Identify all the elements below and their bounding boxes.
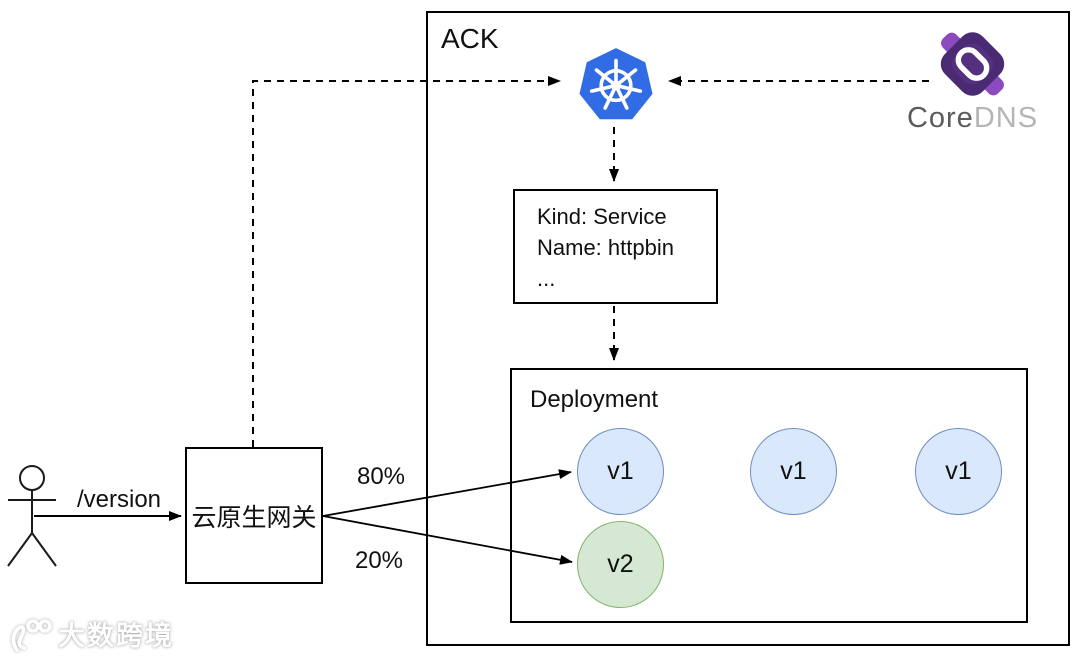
service-kind-line: Kind: Service	[537, 204, 667, 229]
coredns-wordmark-dns: DNS	[973, 102, 1039, 134]
pod-v2-replica-1: v2	[577, 521, 664, 608]
dashukuajing-logo-icon	[11, 619, 52, 652]
arrow-gateway-to-v2	[322, 515, 573, 565]
deployment-label: Deployment	[530, 386, 659, 413]
gateway-box: 云原生网关	[185, 447, 323, 584]
pod-v1-replica-3: v1	[915, 428, 1002, 515]
watermark-text: 大数跨境	[58, 620, 174, 651]
gateway-label: 云原生网关	[191, 503, 317, 532]
coredns-icon	[940, 32, 1005, 96]
coredns-group: CoreDNS	[900, 28, 1045, 135]
watermark: 大数跨境	[8, 613, 174, 653]
traffic-80-label: 80%	[356, 463, 406, 490]
arrow-gateway-to-v1	[322, 469, 572, 517]
service-ellipsis-line: ...	[537, 266, 556, 291]
deployment-box: Deployment	[510, 368, 1028, 623]
service-name-line: Name: httpbin	[537, 235, 674, 260]
dashed-arrow-gateway-to-kubernetes	[252, 76, 561, 447]
ack-cluster-label: ACK	[441, 23, 499, 54]
ack-cluster-box: ACK	[426, 11, 1070, 646]
pod-v1-replica-1: v1	[577, 428, 664, 515]
coredns-wordmark: CoreDNS	[900, 102, 1045, 135]
service-card: Kind: Service Name: httpbin ...	[513, 189, 718, 304]
coredns-wordmark-core: Core	[906, 102, 974, 134]
traffic-20-label: 20%	[354, 547, 404, 574]
pod-v1-replica-2: v1	[750, 428, 837, 515]
request-path-label: /version	[76, 486, 162, 513]
kubernetes-icon	[579, 48, 653, 120]
client-person-icon	[7, 465, 57, 567]
